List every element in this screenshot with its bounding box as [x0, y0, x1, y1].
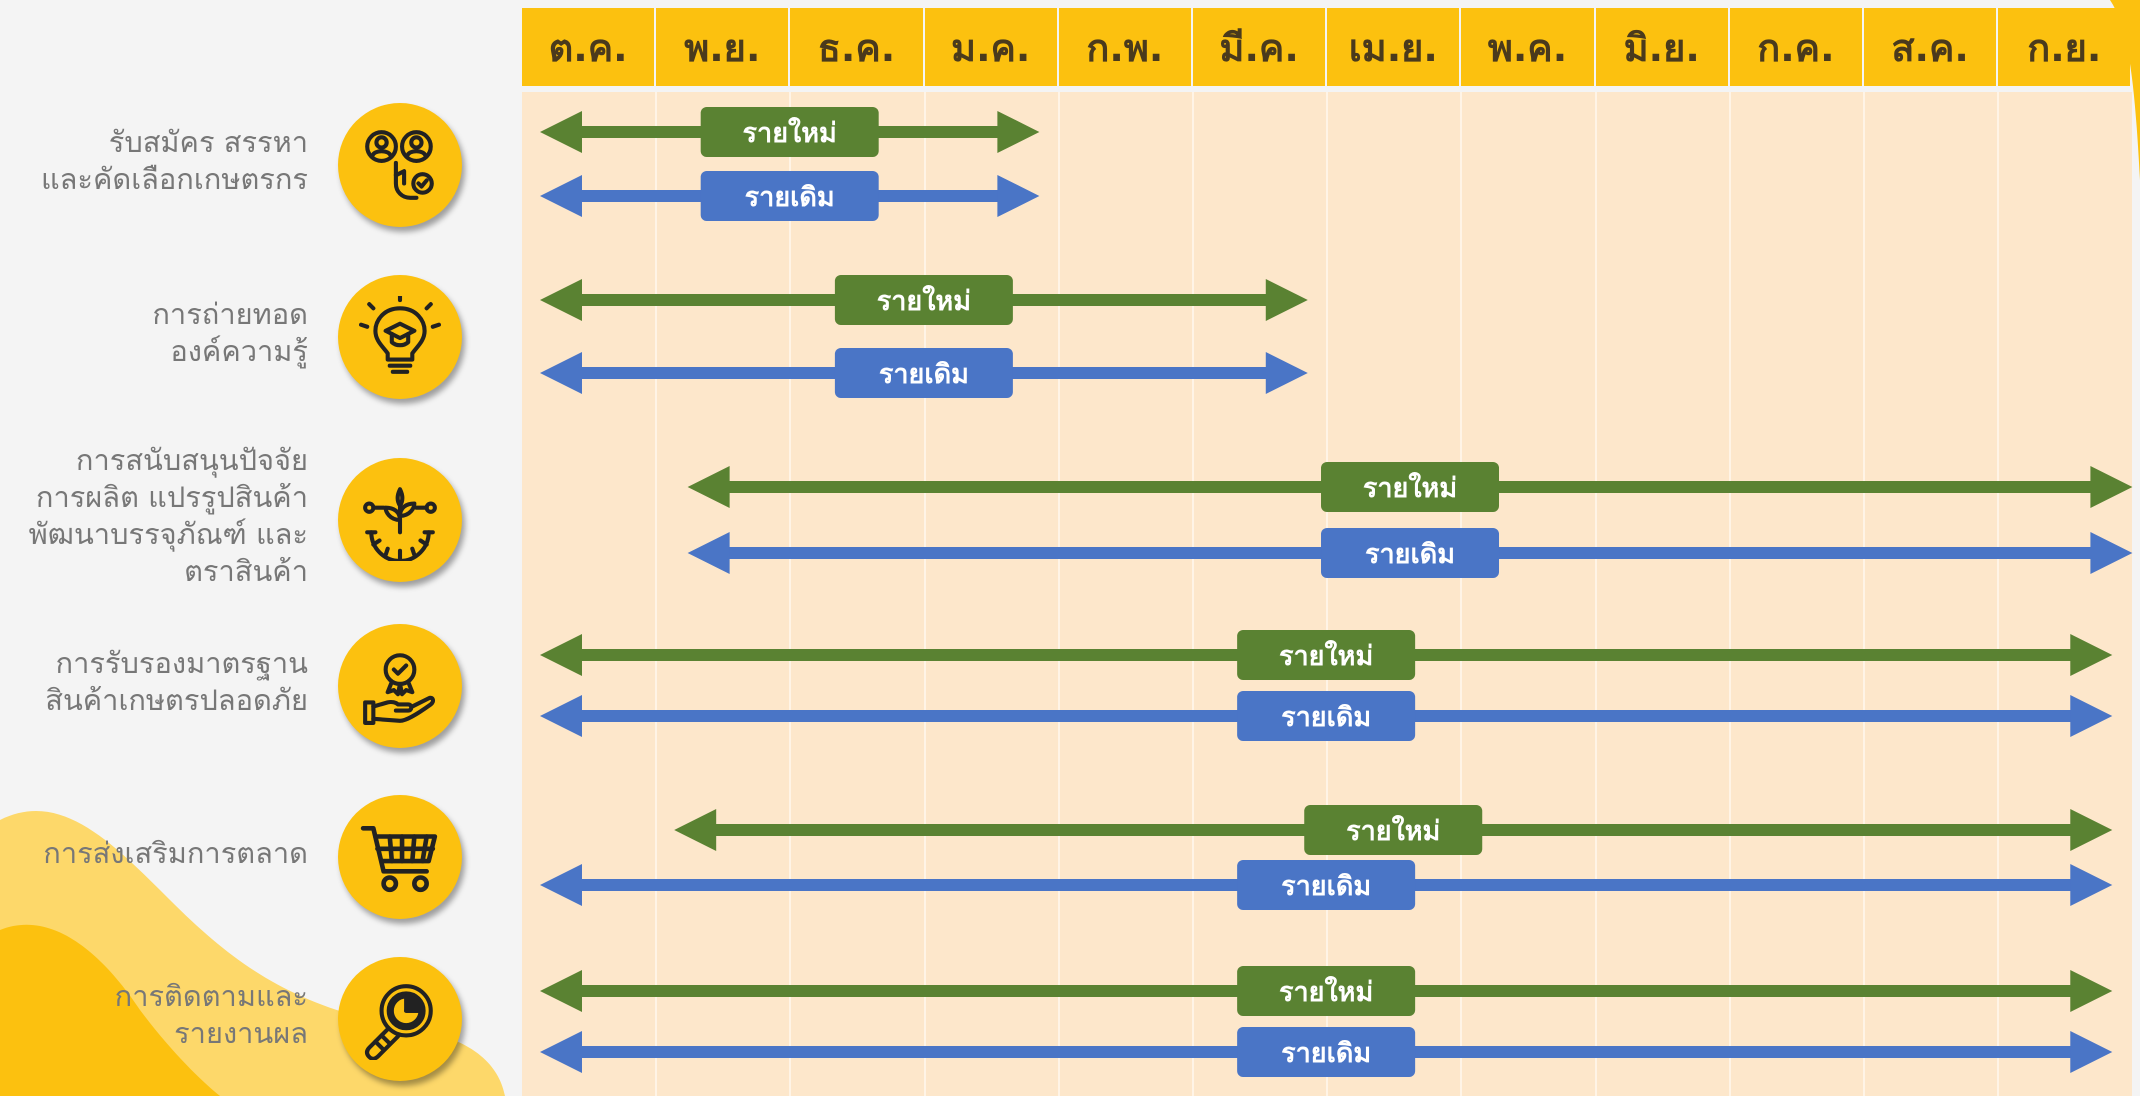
- bar-label-pill: [834, 348, 1013, 398]
- row-label: รับสมัคร สรรหาและคัดเลือกเกษตรกร: [41, 124, 308, 198]
- month-header: ธ.ค.: [790, 8, 923, 86]
- bar-label-pill: [1237, 1027, 1416, 1077]
- month-header: ส.ค.: [1864, 8, 1997, 86]
- bar-old-arrow: รายเดิม: [540, 171, 1040, 221]
- month-header: พ.ย.: [656, 8, 789, 86]
- bar-label-pill: [700, 107, 879, 157]
- bar-new-arrow: รายใหม่: [540, 107, 1040, 157]
- bar-label-pill: [1237, 630, 1416, 680]
- bar-label-text: รายเดิม: [1281, 702, 1371, 733]
- timeline-grid: ต.ค.พ.ย.ธ.ค.ม.ค.ก.พ.มี.ค.เม.ย.พ.ค.มิ.ย.ก…: [522, 8, 2132, 1096]
- shopping-cart-icon: [338, 795, 462, 919]
- month-divider: [1192, 92, 1194, 1096]
- bar-label-text: รายเดิม: [1281, 1038, 1371, 1069]
- bar-label-pill: [1237, 691, 1416, 741]
- month-header: ก.ค.: [1729, 8, 1862, 86]
- month-divider: [1057, 92, 1060, 1096]
- row-label: การส่งเสริมการตลาด: [43, 835, 308, 872]
- month-divider: [1594, 92, 1597, 1096]
- bar-label-text: รายใหม่: [877, 285, 971, 317]
- bar-label-text: รายใหม่: [1363, 472, 1457, 504]
- month-header: ก.ย.: [1998, 8, 2131, 86]
- row-label-line: องค์ความรู้: [170, 334, 308, 368]
- bar-old-arrow: รายเดิม: [687, 528, 2133, 578]
- month-header: เม.ย.: [1327, 8, 1460, 86]
- month-divider: [655, 92, 658, 1096]
- bar-label-text: รายใหม่: [1346, 815, 1440, 847]
- bar-label-pill: [1321, 528, 1500, 578]
- bar-label-pill: [834, 275, 1013, 325]
- bar-label-text: รายเดิม: [1281, 871, 1371, 902]
- certified-hand-icon: [338, 624, 462, 748]
- row-label-line: รายงานผล: [174, 1016, 308, 1050]
- bar-old-arrow: รายเดิม: [540, 348, 1308, 398]
- bar-new-arrow: รายใหม่: [687, 462, 2133, 512]
- row-label-line: การสนับสนุนปัจจัย: [75, 443, 308, 477]
- month-header: พ.ค.: [1461, 8, 1594, 86]
- month-header: มิ.ย.: [1595, 8, 1728, 86]
- bar-new-arrow: รายใหม่: [540, 966, 2113, 1016]
- row-label: การติดตามและรายงานผล: [115, 978, 308, 1052]
- bar-new-arrow: รายใหม่: [540, 275, 1308, 325]
- row-label: การรับรองมาตรฐานสินค้าเกษตรปลอดภัย: [45, 645, 308, 719]
- bar-label-text: รายเดิม: [745, 182, 835, 213]
- bar-label-text: รายใหม่: [1279, 640, 1373, 672]
- month-divider: [1326, 92, 1329, 1096]
- magnifier-chart-icon: [338, 957, 462, 1081]
- month-divider: [789, 92, 792, 1096]
- decorative-blob-top-right: [2110, 0, 2140, 180]
- recruit-users-icon: [338, 103, 462, 227]
- row-label-line: สินค้าเกษตรปลอดภัย: [45, 683, 308, 717]
- bar-old-arrow: รายเดิม: [540, 691, 2113, 741]
- row-label-line: ตราสินค้า: [184, 554, 308, 588]
- row-label-line: การถ่ายทอด: [152, 297, 308, 331]
- month-header: ก.พ.: [1058, 8, 1191, 86]
- month-divider: [1728, 92, 1731, 1096]
- bar-label-text: รายใหม่: [1279, 976, 1373, 1008]
- row-label-line: การส่งเสริมการตลาด: [43, 835, 308, 870]
- bar-label-pill: [1237, 966, 1416, 1016]
- bar-label-text: รายเดิม: [1365, 539, 1455, 570]
- row-label: การถ่ายทอดองค์ความรู้: [152, 296, 308, 370]
- bar-label-text: รายเดิม: [879, 359, 969, 390]
- lightbulb-graduation-icon: [338, 275, 462, 399]
- bar-label-pill: [1237, 860, 1416, 910]
- row-label: การสนับสนุนปัจจัยการผลิต แปรรูปสินค้าพัฒ…: [29, 442, 308, 590]
- bar-old-arrow: รายเดิม: [540, 860, 2113, 910]
- row-label-line: การผลิต แปรรูปสินค้า: [35, 480, 308, 514]
- month-divider: [1863, 92, 1865, 1096]
- bar-new-arrow: รายใหม่: [540, 630, 2113, 680]
- row-label-line: พัฒนาบรรจุภัณฑ์ และ: [28, 517, 308, 551]
- row-label-line: การติดตามและ: [114, 979, 308, 1013]
- bar-old-arrow: รายเดิม: [540, 1027, 2113, 1077]
- bar-label-pill: [1304, 805, 1483, 855]
- month-divider: [1460, 92, 1463, 1096]
- row-label-line: และคัดเลือกเกษตรกร: [40, 162, 308, 196]
- bar-label-pill: [700, 171, 879, 221]
- month-divider: [923, 92, 926, 1096]
- bar-label-pill: [1321, 462, 1500, 512]
- row-label-line: การรับรองมาตรฐาน: [55, 646, 308, 680]
- bar-label-text: รายใหม่: [743, 117, 837, 149]
- row-label-line: รับสมัคร สรรหา: [108, 125, 308, 159]
- month-header: ม.ค.: [924, 8, 1057, 86]
- bar-new-arrow: รายใหม่: [674, 805, 2113, 855]
- month-header: ต.ค.: [522, 8, 655, 86]
- plant-gear-icon: [338, 458, 462, 582]
- month-divider: [1997, 92, 2000, 1096]
- month-header: มี.ค.: [1193, 8, 1326, 86]
